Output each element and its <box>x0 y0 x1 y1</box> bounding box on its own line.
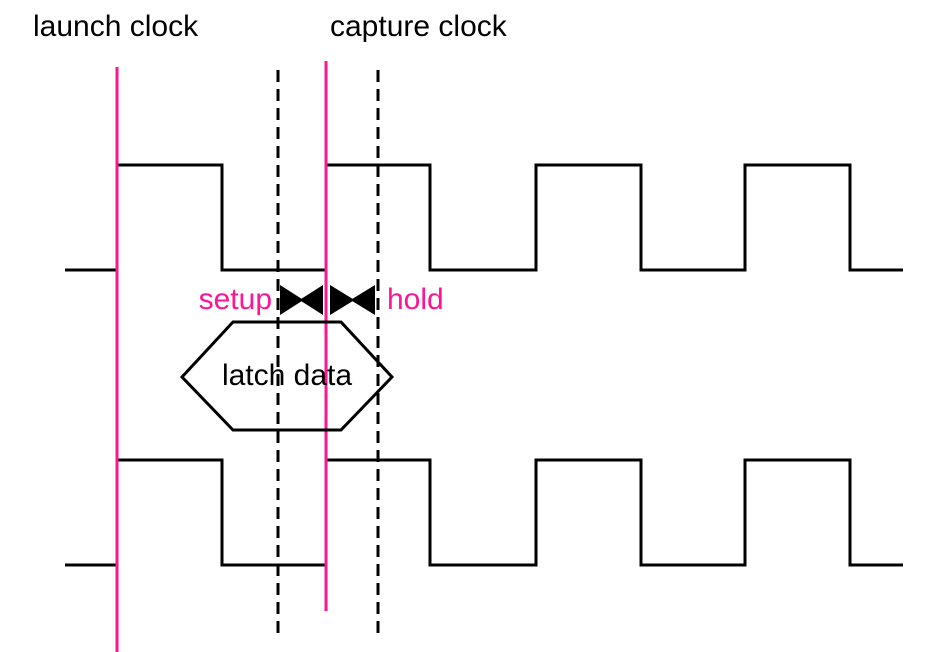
capture-clock-label: capture clock <box>330 10 508 43</box>
setup-arrow-right-head <box>299 285 323 315</box>
setup-label: setup <box>199 283 272 316</box>
latch-data-label: latch data <box>222 359 352 392</box>
launch-clock-waveform <box>65 163 903 272</box>
launch-clock-label: launch clock <box>33 10 199 43</box>
hold-arrow-right-head <box>350 285 375 315</box>
setup-arrow-left-head <box>280 285 304 315</box>
capture-clock-waveform <box>65 458 903 567</box>
latch-data-hexagon <box>179 320 395 432</box>
hold-arrow-left-head <box>330 285 355 315</box>
hold-label: hold <box>387 283 444 316</box>
